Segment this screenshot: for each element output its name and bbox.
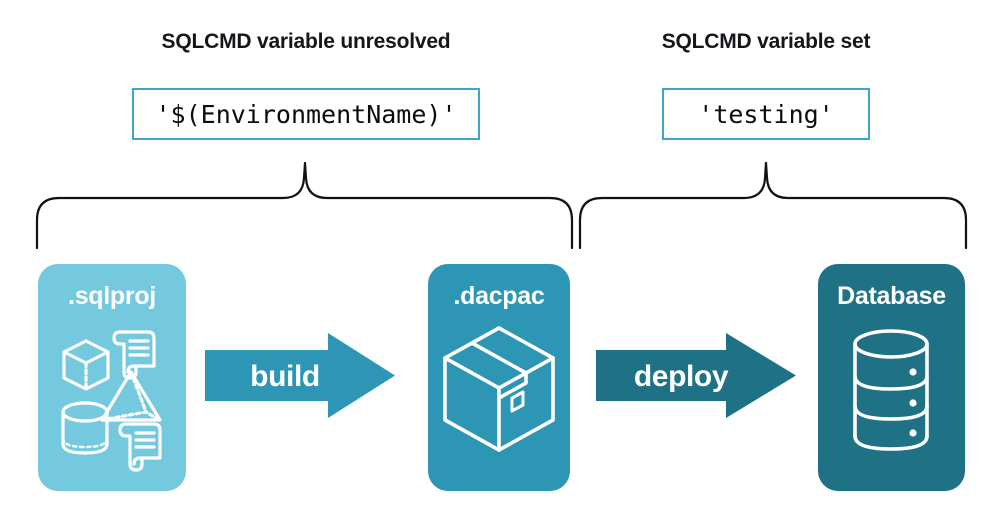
heading-sqlcmd-variable-unresolved: SQLCMD variable unresolved: [161, 30, 451, 53]
stage-box-sqlproj: .sqlproj: [38, 264, 186, 491]
script-scroll-icon: [118, 422, 162, 472]
script-scroll-icon: [112, 330, 156, 380]
arrow-build-label: build: [250, 360, 320, 393]
arrow-deploy: [596, 333, 796, 418]
code-box-testing-value: 'testing': [662, 88, 870, 140]
cylinder-icon: [61, 401, 109, 455]
cube-icon: [62, 339, 110, 391]
stage-box-database: Database: [818, 264, 965, 491]
brace-right-icon: [578, 161, 968, 250]
code-box-environment-name-variable: '$(EnvironmentName)': [132, 88, 480, 140]
dacpac-artwork: [443, 326, 555, 452]
arrow-deploy-shape: [596, 333, 796, 418]
arrow-build: [205, 333, 395, 418]
sqlproj-artwork: [61, 330, 162, 472]
stage-box-dacpac: .dacpac: [428, 264, 570, 491]
package-box-icon: [443, 326, 555, 452]
stage-label-database: Database: [837, 282, 946, 310]
stage-label-sqlproj: .sqlproj: [68, 282, 156, 310]
arrow-deploy-label: deploy: [633, 360, 729, 393]
pyramid-icon: [100, 370, 162, 422]
brace-left-icon: [35, 161, 574, 250]
arrow-build-shape: [205, 333, 395, 418]
heading-sqlcmd-variable-set: SQLCMD variable set: [661, 30, 871, 53]
stage-label-dacpac: .dacpac: [453, 282, 545, 310]
database-cylinder-icon: [853, 329, 929, 451]
database-artwork: [853, 329, 929, 451]
